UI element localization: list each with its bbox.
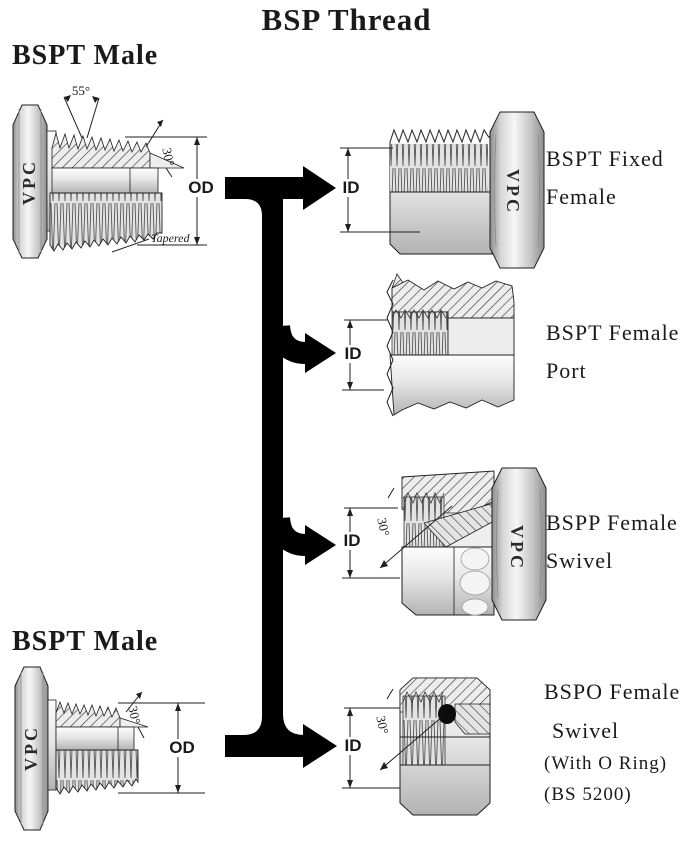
tapered-label: Tapered: [151, 231, 190, 245]
hex-nut: [489, 111, 545, 269]
fitting2-name-line1: BSPT Female: [546, 320, 680, 345]
male-thread-lower: [49, 192, 163, 252]
fitting3-name-line2: Swivel: [546, 548, 614, 573]
brand-top-male: VPC: [19, 159, 39, 205]
bspt-female-port-drawing: [386, 273, 515, 417]
male-thread-lower: [55, 749, 139, 795]
fitting1-name-line1: BSPT Fixed: [546, 146, 664, 171]
od-label-top: OD: [186, 179, 216, 197]
page-title: BSP Thread: [261, 2, 432, 37]
bottom-male-heading: BSPT Male: [12, 626, 159, 657]
top-male-drawing: [12, 104, 185, 259]
bspo-female-swivel-drawing: [399, 677, 491, 816]
fitting2-name-line2: Port: [546, 358, 587, 383]
dimension-arrowheads: [64, 95, 388, 793]
brand-bspp-swivel: VPC: [507, 525, 527, 571]
flow-arrows: [225, 166, 337, 768]
top-male-heading: BSPT Male: [12, 40, 159, 71]
id-label-4: ID: [338, 737, 368, 755]
fitting3-name-line1: BSPP Female: [546, 510, 678, 535]
id-label-1: ID: [336, 179, 366, 197]
fitting1-name-line2: Female: [546, 184, 617, 209]
od-label-bottom: OD: [167, 739, 197, 757]
port-lower-body: [389, 354, 515, 416]
fitting4-name-line1: BSPO Female: [544, 679, 681, 704]
bottom-male-drawing: [14, 666, 149, 831]
hex-nut: [491, 467, 547, 621]
id-label-2: ID: [338, 345, 368, 363]
male-thread-section: [51, 131, 151, 169]
fitting4-name-line4: (BS 5200): [544, 784, 632, 805]
male-thread-section: [55, 700, 121, 728]
brand-bottom-male: VPC: [21, 725, 41, 771]
bspt-fixed-female-drawing: [389, 111, 545, 269]
brand-fixed-female: VPC: [503, 169, 523, 215]
bspp-female-swivel-drawing: [401, 467, 547, 621]
fitting4-name-line3: (With O Ring): [544, 753, 668, 774]
fitting4-name-line2: Swivel: [552, 718, 620, 743]
id-label-3: ID: [337, 532, 367, 550]
angle-55-label: 55°: [71, 83, 91, 98]
o-ring: [438, 704, 456, 724]
